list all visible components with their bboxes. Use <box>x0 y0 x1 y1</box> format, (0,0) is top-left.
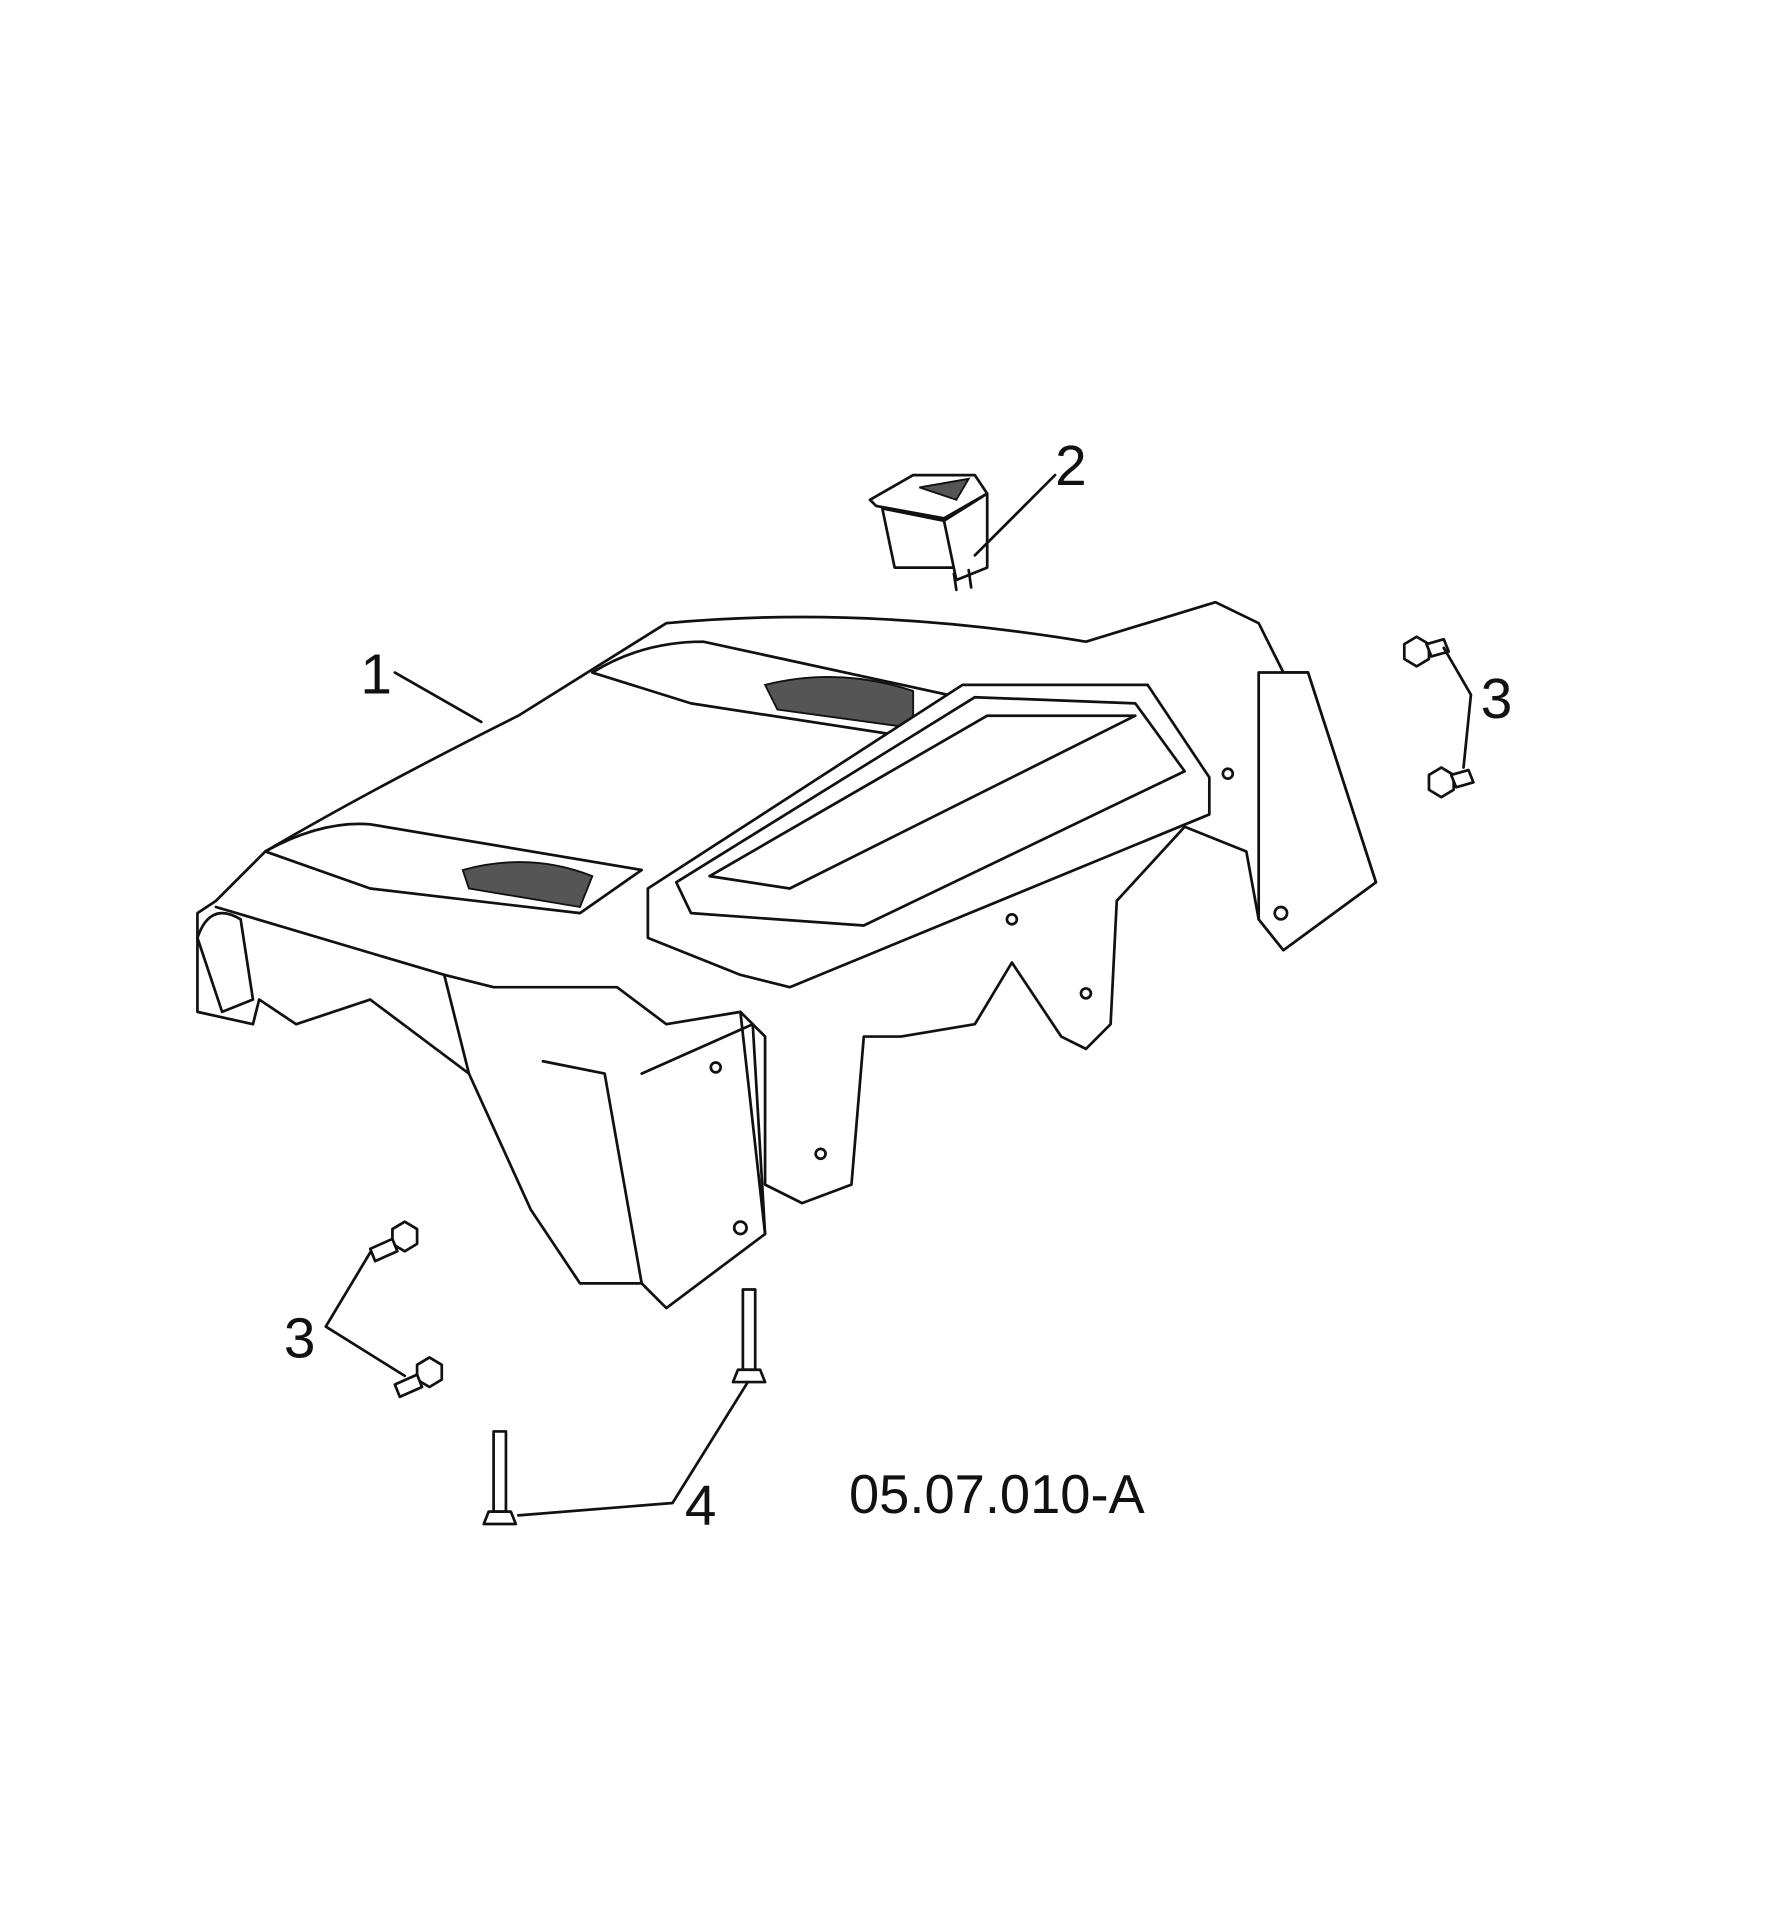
callout-1: 1 <box>360 644 392 707</box>
leader-line-1 <box>393 671 483 724</box>
pins <box>482 1288 767 1526</box>
callout-2: 2 <box>1055 435 1087 498</box>
bolts-left <box>324 1220 444 1399</box>
leader-line-2 <box>973 473 1057 557</box>
callout-4: 4 <box>685 1475 717 1538</box>
console-housing <box>196 600 1378 1310</box>
callout-3-left: 3 <box>284 1307 316 1370</box>
drawing-code: 05.07.010-A <box>849 1464 1146 1525</box>
rocker-switch <box>868 473 989 592</box>
callout-3-right: 3 <box>1481 668 1513 731</box>
bolts-right <box>1402 635 1475 799</box>
